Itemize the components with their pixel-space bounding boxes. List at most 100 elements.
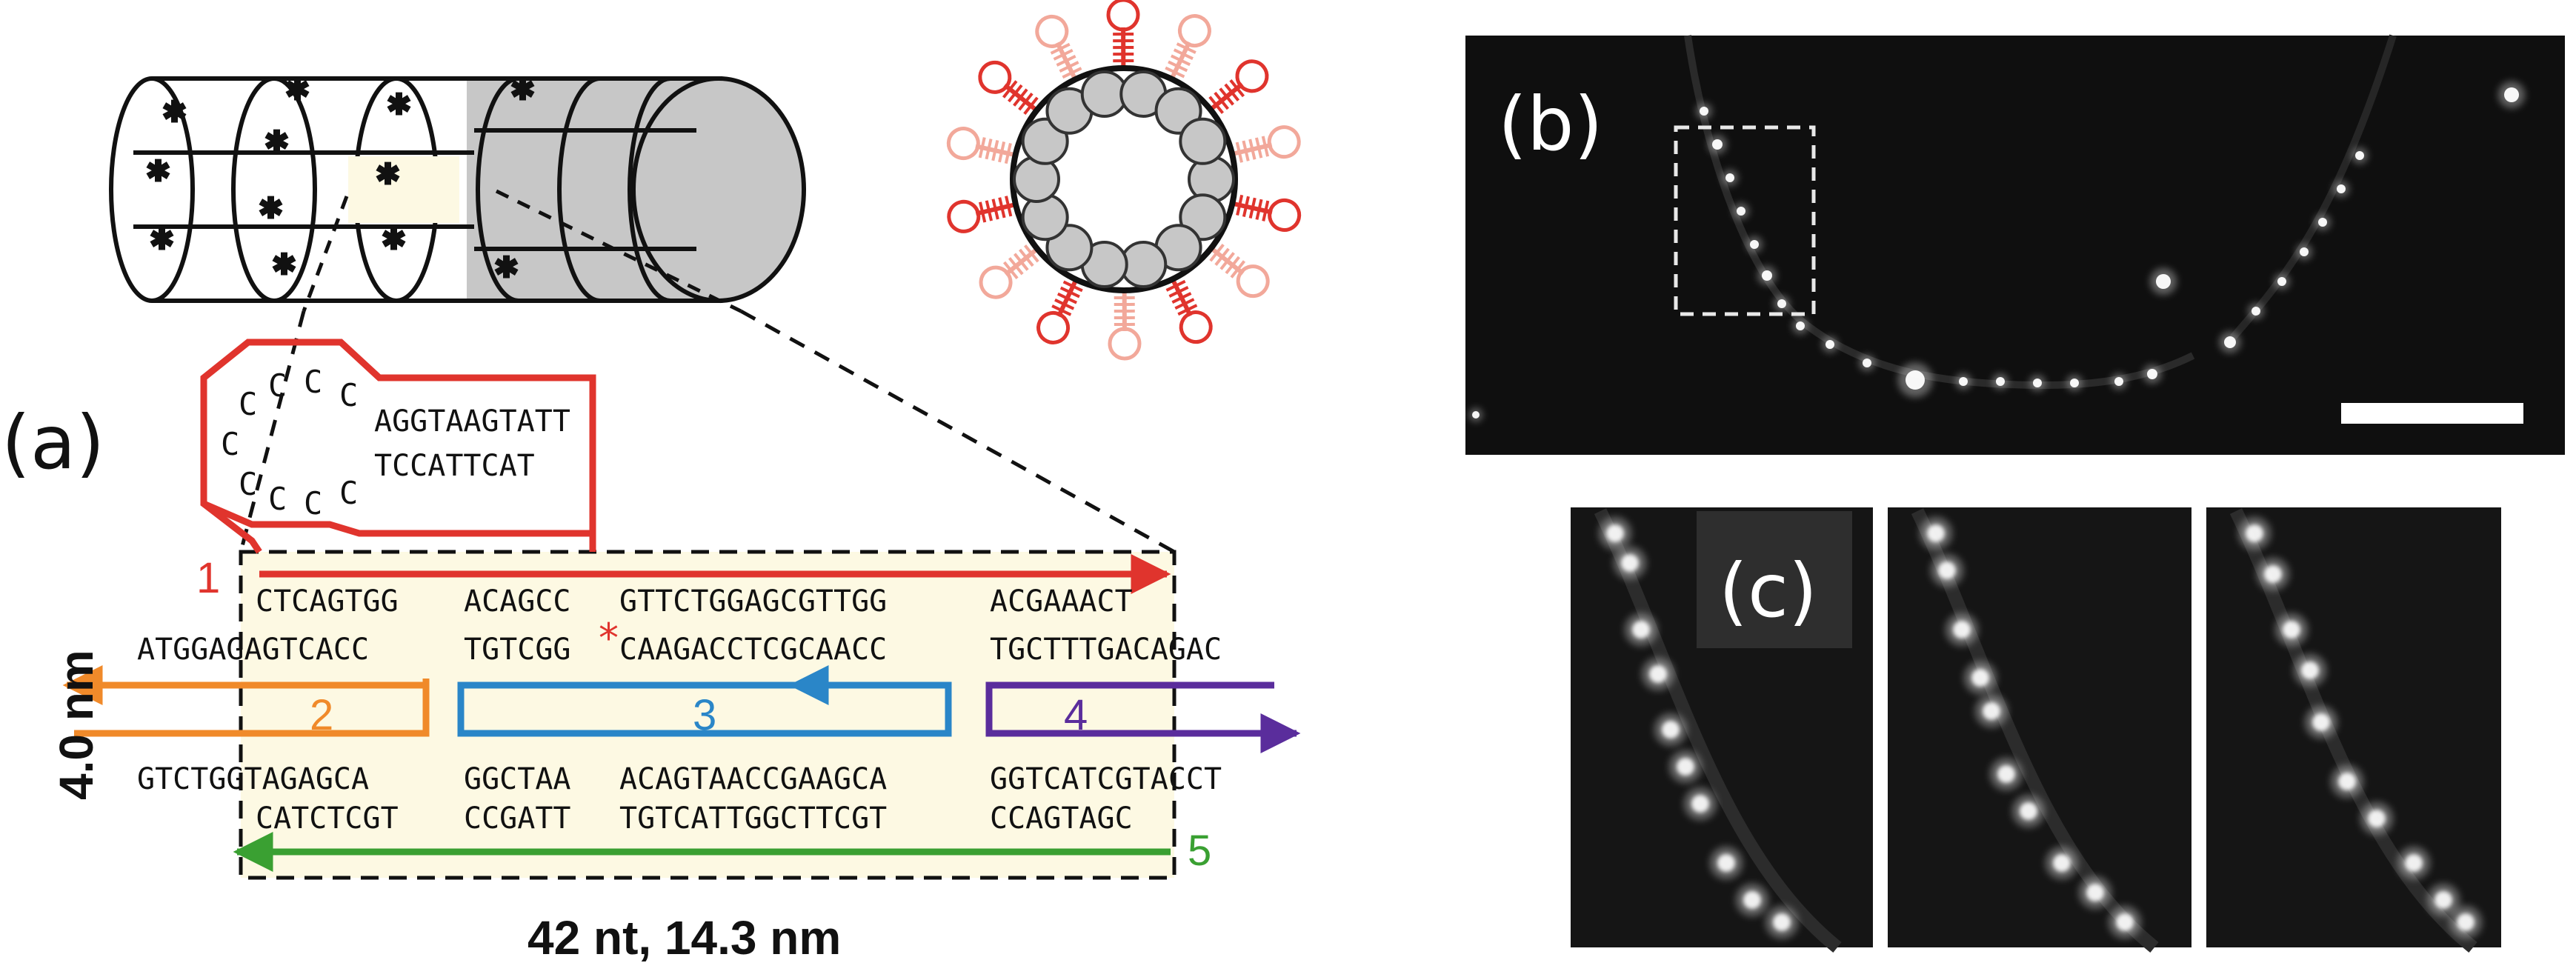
row3-seg4: GGTCATCGTACCT [990, 762, 1222, 796]
fluorescent-spot [1927, 524, 1945, 542]
fluorescent-spot [1632, 621, 1650, 639]
hairpin-bottom-seq: TCCATTCAT [374, 449, 535, 483]
fluorescent-spot [2114, 377, 2123, 386]
fluorescent-spot [2116, 913, 2134, 931]
fluorescent-spot [1717, 854, 1735, 872]
fluorescent-spot [1606, 524, 1624, 542]
height-label: 4.0 nm [50, 650, 103, 800]
fluorescent-spot [2338, 773, 2356, 790]
hairpin-glyph [1110, 290, 1139, 359]
fluorescent-spot [1762, 270, 1772, 281]
fluorescent-spot [2337, 184, 2346, 193]
loop-base: C [239, 466, 257, 502]
loop-base: C [268, 367, 287, 404]
loop-base: C [304, 485, 322, 521]
strand-number-4: 4 [1064, 691, 1088, 739]
fluorescent-spot [2156, 274, 2171, 289]
fluorescent-spot [1712, 139, 1723, 150]
fluorescent-spot [1983, 702, 2000, 720]
loop-base: C [239, 386, 257, 422]
fluorescent-spot [2251, 307, 2260, 316]
svg-text:*: * [148, 154, 168, 201]
panel-label-c: (c) [1719, 554, 1817, 628]
svg-text:*: * [164, 95, 184, 141]
fluorescent-spot [2312, 713, 2330, 731]
row1-seg2: ACAGCC [464, 584, 571, 619]
fluorescent-spot [2264, 565, 2282, 583]
width-label: 42 nt, 14.3 nm [527, 911, 841, 964]
hairpin-glyph [1229, 189, 1302, 233]
svg-text:*: * [378, 157, 398, 204]
fluorescent-spot [1906, 370, 1925, 390]
loop-base: C [221, 426, 239, 462]
fluorescent-spot [1777, 299, 1786, 308]
fluorescent-spot [2301, 661, 2319, 679]
row1-seg3: GTTCTGGAGCGTTGG [619, 584, 887, 619]
row2-seg3: CAAGACCTCGCAACC [619, 633, 887, 667]
loop-base: C [339, 475, 358, 511]
scale-bar [2341, 403, 2523, 424]
fluorescent-spot [2033, 379, 2042, 387]
row1-seg4: ACGAAACT [990, 584, 1133, 619]
strand-number-3: 3 [693, 691, 716, 739]
fluorescent-spot [1677, 758, 1694, 776]
svg-text:*: * [287, 73, 307, 119]
svg-text:*: * [384, 222, 404, 269]
fluorescent-spot [1743, 891, 1761, 909]
hairpin-top-seq: AGGTAAGTATT [374, 404, 570, 439]
fluorescent-spot [1691, 795, 1709, 813]
row2-seg2: TGTCGG [464, 633, 571, 667]
fluorescent-spot [1750, 240, 1759, 249]
loop-base: C [304, 364, 322, 400]
strand-number-5: 5 [1188, 827, 1211, 875]
hairpin-glyph [1229, 124, 1302, 169]
sequence-diagram: C C C C C C C C C AGGTAAGTATT TCCATTCAT … [50, 342, 1297, 964]
fluorescent-spot [1700, 107, 1708, 116]
fluorescent-spot [1649, 665, 1667, 683]
fluorescent-spot [2434, 891, 2452, 909]
hairpin-glyph [945, 126, 1019, 170]
fluorescent-spot [2355, 151, 2364, 160]
svg-text:*: * [496, 250, 516, 297]
fluorescent-spot [1863, 359, 1871, 367]
row3-seg1: GTCTGGTAGAGCA [137, 762, 369, 796]
fluorescent-spot [2504, 87, 2519, 102]
strand-number-2: 2 [310, 691, 333, 739]
svg-text:*: * [261, 191, 281, 238]
tube-subunit [1180, 119, 1225, 164]
modification-star: * [599, 615, 619, 661]
strand-1-hairpin-lower [204, 504, 593, 533]
fluorescent-spot [2086, 884, 2104, 901]
fluorescent-spot [2368, 810, 2386, 827]
svg-text:*: * [513, 73, 533, 119]
micrograph-c [1571, 507, 2501, 947]
svg-text:*: * [274, 247, 294, 294]
fluorescent-spot [2070, 379, 2079, 387]
fluorescent-spot [1938, 561, 1956, 579]
row4-seg2: CCGATT [464, 801, 571, 836]
fluorescent-spot [1472, 411, 1480, 419]
row4-seg1: CATCTCGT [256, 801, 399, 836]
fluorescent-spot [1997, 765, 2015, 783]
fluorescent-spot [2405, 854, 2423, 872]
svg-text:*: * [389, 87, 409, 134]
row1-seg1: CTCAGTGG [256, 584, 399, 619]
fluorescent-spot [2277, 277, 2286, 286]
panel-label-a: (a) [1, 406, 104, 480]
hairpin-glyph [1108, 0, 1138, 68]
fluorescent-spot [2318, 218, 2327, 227]
svg-text:*: * [152, 222, 172, 269]
fluorescent-spot [1953, 621, 1971, 639]
fluorescent-spot [2300, 247, 2309, 256]
loop-base: C [339, 377, 358, 413]
fluorescent-spot [1971, 669, 1989, 687]
fluorescent-spot [1662, 721, 1680, 739]
fluorescent-spot [1773, 913, 1791, 931]
svg-text:*: * [267, 124, 287, 171]
tube-cross-section [945, 0, 1302, 359]
row3-seg3: ACAGTAACCGAAGCA [619, 762, 887, 796]
fluorescent-spot [2224, 336, 2236, 348]
row4-seg4: CCAGTAGC [990, 801, 1133, 836]
